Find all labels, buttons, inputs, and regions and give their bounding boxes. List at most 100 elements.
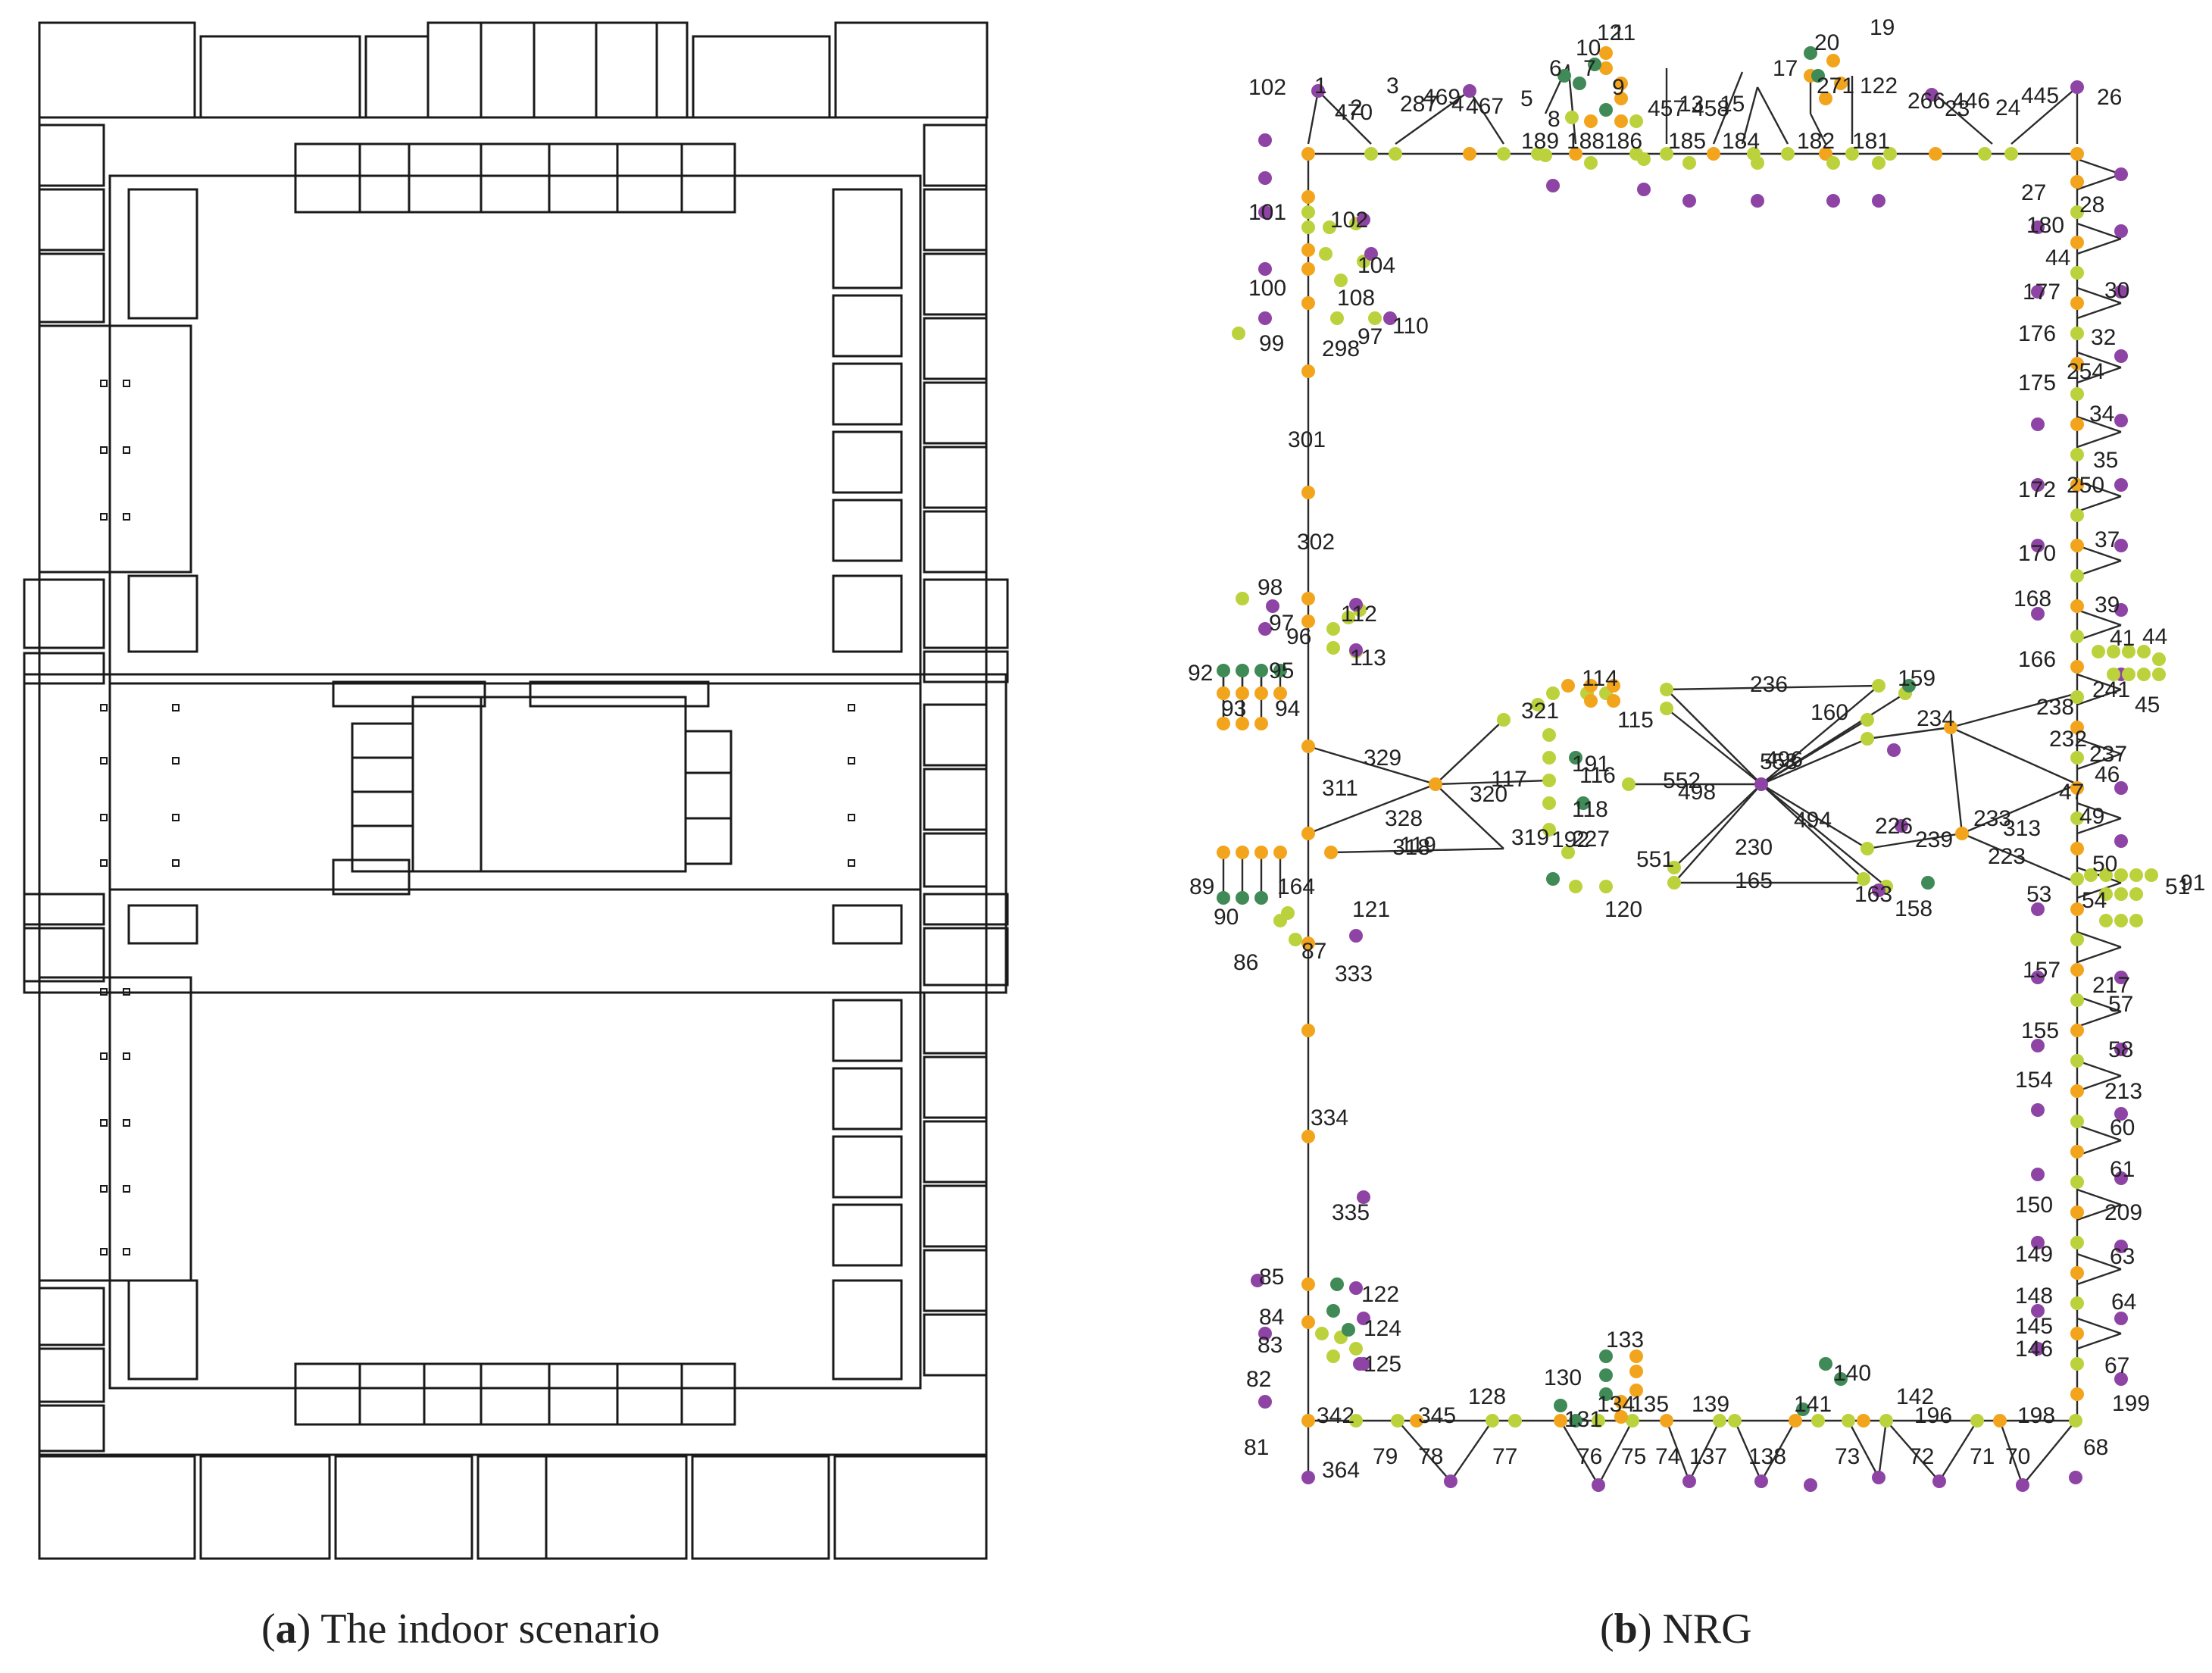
node-label: 60 <box>2110 1115 2135 1140</box>
graph-node-73 <box>2070 690 2084 704</box>
node-label: 217 <box>2092 973 2130 998</box>
graph-node-307 <box>1349 1281 1363 1295</box>
graph-edge <box>1468 90 1505 145</box>
node-label: 313 <box>2003 816 2041 841</box>
node-label: 101 <box>1248 200 1286 225</box>
node-label: 96 <box>1286 624 1311 649</box>
graph-node-205 <box>1301 1130 1315 1143</box>
node-label: 47 <box>2059 780 2084 805</box>
nrg-nodes <box>1217 46 2166 1492</box>
node-label: 46 <box>2095 762 2120 787</box>
graph-edge <box>2076 1203 2122 1221</box>
node-label: 121 <box>1352 897 1390 922</box>
graph-node-300 <box>1349 1342 1363 1356</box>
graph-node-165 <box>1879 1414 1893 1428</box>
graph-node-197 <box>1301 364 1315 378</box>
graph-edge <box>1308 745 1436 786</box>
graph-node-1 <box>1364 147 1378 161</box>
graph-node-37 <box>1826 54 1840 67</box>
graph-node-65 <box>2070 448 2084 461</box>
graph-node-265 <box>1872 679 1886 693</box>
graph-edge <box>2076 415 2122 433</box>
node-label: 319 <box>1511 825 1549 850</box>
graph-node-30 <box>2070 80 2084 94</box>
graph-node-212 <box>1258 622 1272 636</box>
graph-node-254 <box>1561 679 1575 693</box>
graph-node-146 <box>2099 914 2113 927</box>
node-label: 89 <box>1189 874 1214 899</box>
graph-edge <box>1847 1420 1880 1478</box>
graph-node-100 <box>2114 349 2128 363</box>
graph-node-74 <box>2070 721 2084 734</box>
graph-edge <box>1761 685 1879 785</box>
graph-node-29 <box>1925 88 1939 102</box>
graph-node-33 <box>1614 77 1628 90</box>
node-label: 320 <box>1470 782 1507 807</box>
graph-node-72 <box>2070 660 2084 674</box>
graph-edge <box>1877 1420 1888 1478</box>
graph-node-276 <box>1895 819 1908 833</box>
graph-node-13 <box>1845 147 1859 161</box>
graph-node-249 <box>1542 796 1556 810</box>
graph-node-275 <box>1887 743 1901 757</box>
graph-node-89 <box>2070 1175 2084 1189</box>
node-label: 139 <box>1692 1392 1729 1417</box>
graph-node-173 <box>1754 1474 1768 1488</box>
graph-node-233 <box>1217 891 1230 905</box>
graph-node-108 <box>2114 971 2128 984</box>
graph-edge <box>1761 737 1868 786</box>
graph-node-69 <box>2070 569 2084 583</box>
graph-node-62 <box>2070 357 2084 371</box>
node-label: 154 <box>2015 1068 2053 1093</box>
node-label: 116 <box>1579 763 1616 788</box>
graph-node-251 <box>1561 846 1575 859</box>
node-label: 189 <box>1521 129 1559 154</box>
graph-node-257 <box>1584 694 1598 708</box>
graph-edge <box>1330 847 1504 854</box>
graph-node-32 <box>1599 61 1613 75</box>
graph-node-273 <box>1667 876 1681 890</box>
graph-node-59 <box>2070 266 2084 280</box>
node-label: 138 <box>1748 1444 1786 1469</box>
node-label: 180 <box>2026 213 2064 238</box>
node-label: 23 <box>1945 96 1970 121</box>
node-label: 318 <box>1392 835 1430 860</box>
node-label: 11 <box>1612 20 1636 45</box>
node-label: 75 <box>1621 1444 1646 1469</box>
node-label: 78 <box>1418 1444 1443 1469</box>
graph-node-277 <box>1872 883 1886 897</box>
graph-node-287 <box>1319 247 1333 261</box>
node-label: 446 <box>1952 89 1990 114</box>
node-label: 148 <box>2015 1284 2053 1309</box>
graph-node-40 <box>1584 114 1598 128</box>
graph-node-291 <box>1368 311 1382 325</box>
graph-edge <box>2076 802 2122 820</box>
node-label: 90 <box>1214 905 1239 930</box>
graph-edge <box>1733 1420 1763 1482</box>
graph-edge <box>2076 237 2122 255</box>
graph-node-154 <box>1508 1414 1522 1428</box>
node-label: 112 <box>1341 602 1377 627</box>
node-label: 70 <box>2005 1444 2030 1469</box>
node-label: 54 <box>2082 888 2107 913</box>
node-label: 8 <box>1548 107 1561 132</box>
node-label: 333 <box>1335 962 1373 987</box>
graph-node-50 <box>1584 156 1598 170</box>
node-label: 117 <box>1491 767 1527 792</box>
node-label: 232 <box>2049 727 2087 752</box>
node-label: 98 <box>1258 575 1283 600</box>
graph-node-223 <box>1236 686 1249 700</box>
graph-node-107 <box>2114 834 2128 848</box>
graph-edge <box>1435 783 1504 849</box>
node-label: 86 <box>1233 950 1258 975</box>
graph-edge <box>2076 995 2122 1013</box>
node-label: 130 <box>1544 1365 1582 1390</box>
graph-node-193 <box>1301 190 1315 204</box>
node-label: 182 <box>1797 129 1835 154</box>
graph-node-185 <box>1599 1349 1613 1363</box>
graph-node-103 <box>2114 539 2128 552</box>
graph-edge <box>2076 173 2122 191</box>
node-label: 158 <box>1895 896 1932 921</box>
graph-edge <box>1867 832 1963 850</box>
